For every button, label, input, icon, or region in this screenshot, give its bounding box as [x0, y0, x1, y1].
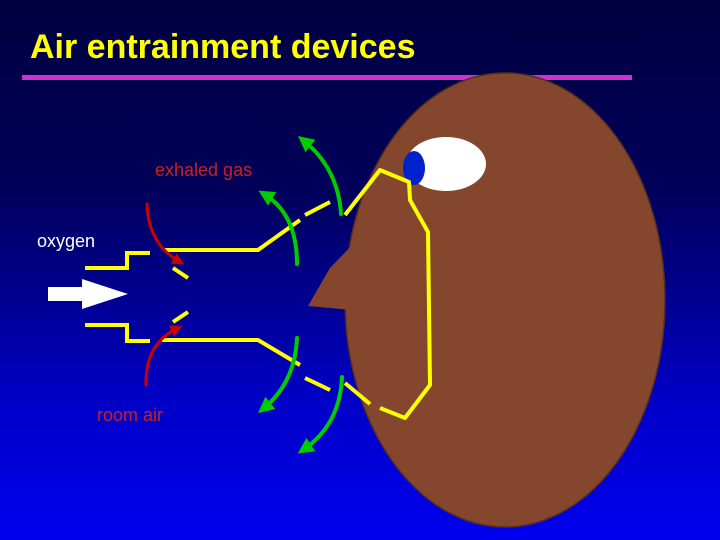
entrainment-arrow-upper: [145, 202, 185, 265]
upper-jet-tip: [171, 266, 190, 280]
room-air-label: room air: [97, 405, 164, 425]
exhaled-arrow-lower-inner: [258, 336, 299, 414]
exhaled-arrow-lower-outer: [297, 375, 344, 454]
title-underline: [22, 75, 632, 80]
exhaled-gas-arrows: [258, 136, 344, 454]
patient-nose: [308, 240, 357, 310]
lower-tube: [162, 338, 302, 367]
room-air-arrows: [144, 202, 185, 387]
face-mask-outline: [304, 168, 432, 420]
entrainment-arrow-lower: [144, 325, 183, 387]
lower-jet-port: [85, 323, 150, 343]
upper-jet-port: [85, 251, 150, 270]
venturi-device: [85, 218, 302, 367]
upper-tube: [165, 218, 302, 252]
patient-head: [344, 72, 666, 528]
exhaled-gas-label: exhaled gas: [155, 160, 253, 180]
right-arrow-icon: [48, 279, 128, 309]
eye-pupil: [403, 151, 425, 185]
oxygen-label: oxygen: [37, 231, 96, 251]
eye-white: [406, 137, 486, 191]
slide-title: Air entrainment devices: [30, 28, 416, 66]
exhaled-arrow-upper-outer: [298, 136, 343, 216]
exhaled-arrow-upper-inner: [258, 190, 299, 266]
lower-jet-tip: [171, 310, 190, 324]
